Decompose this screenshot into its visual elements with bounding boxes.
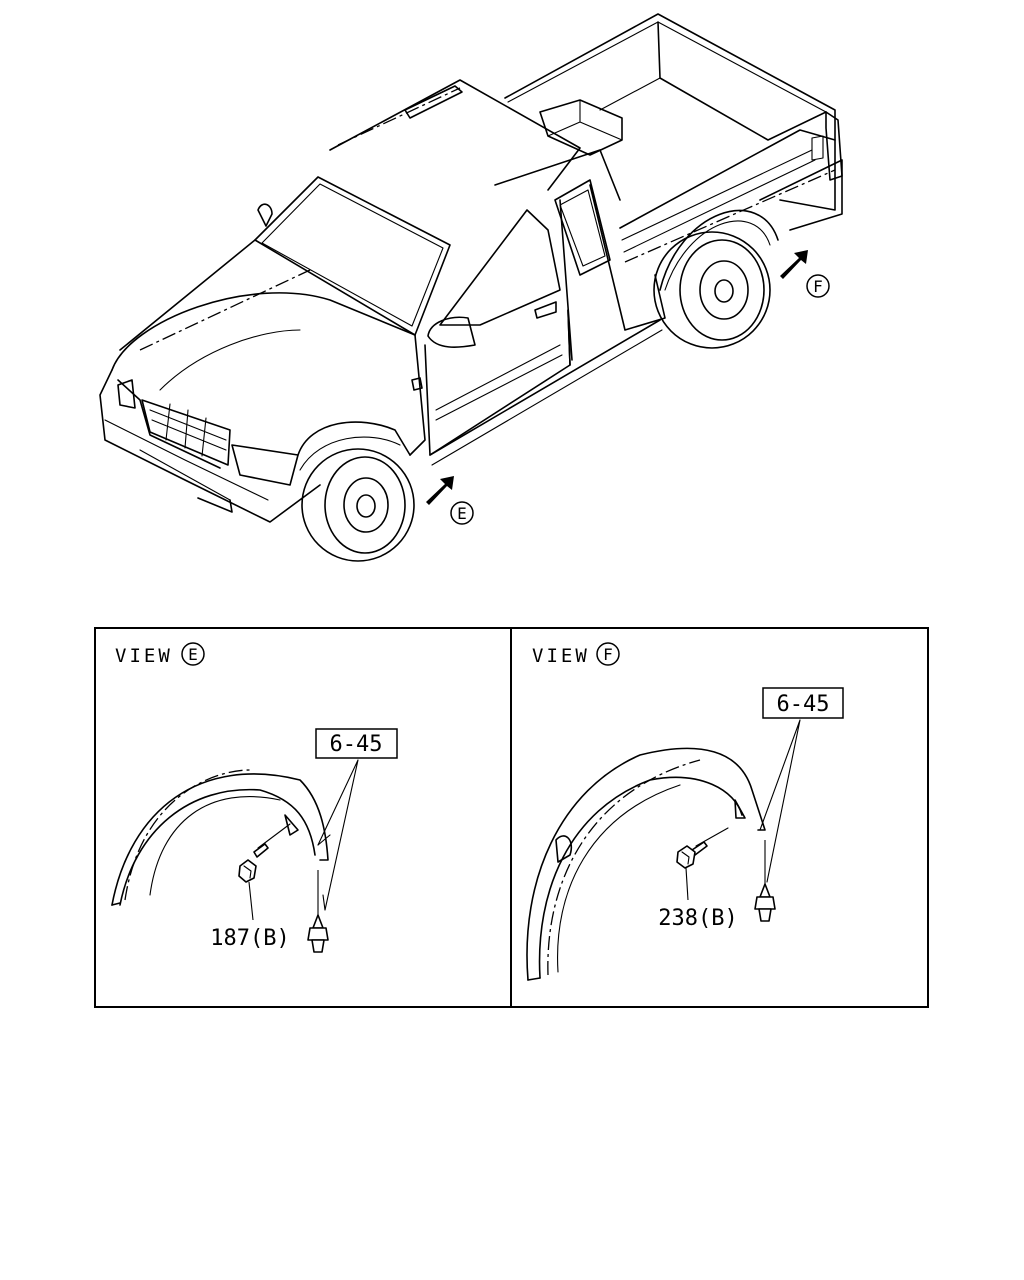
view-f-ref-box [762,687,844,719]
front-fender-flare [111,769,329,906]
view-f-title: VIEW [532,645,590,667]
view-f-title-letter: F [603,645,613,664]
screw-238-icon [676,827,729,901]
view-f-marker: F [806,274,830,298]
view-e-marker: E [450,501,474,525]
view-e-ref-box [315,728,398,759]
view-e-arrow-icon [426,476,454,505]
screw-187-icon [238,823,291,921]
rear-fender-flare [526,747,766,981]
view-e-ref-label: 6-45 [330,732,383,757]
view-f-panel: VIEW F 6-45 [526,642,844,981]
view-e-title-letter: E [188,645,198,664]
view-f-arrow-icon [780,250,808,279]
clip-icon [307,870,329,953]
view-e-panel: VIEW E 6-45 [111,642,398,953]
view-f-part-label: 238(B) [658,906,737,931]
pickup-truck-illustration [99,13,843,562]
view-e-title: VIEW [115,645,173,667]
view-e-part-label: 187(B) [210,926,289,951]
view-f-ref-label: 6-45 [777,692,830,717]
view-e-marker-letter: E [457,504,467,523]
clip-icon [754,840,776,922]
view-f-marker-letter: F [813,277,823,296]
